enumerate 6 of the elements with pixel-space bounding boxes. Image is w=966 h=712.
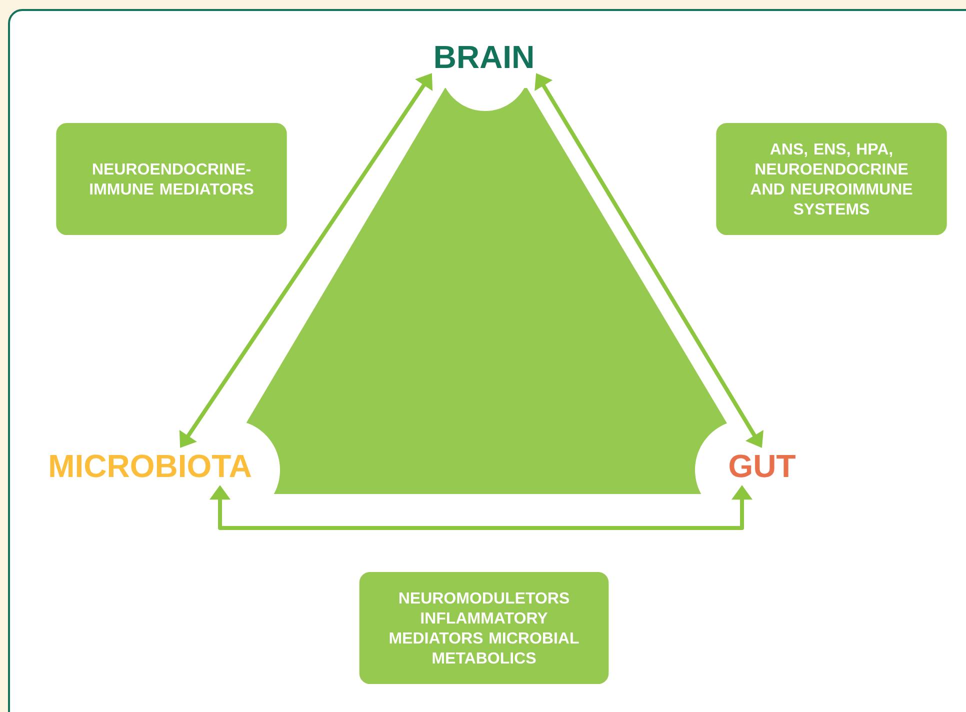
- region-title: GUT: [730, 454, 796, 478]
- region-title: BRAIN: [435, 46, 532, 68]
- label-box: ANS, ENS, HPA, NEUROENDOCRINE AND NEUROIMMUNE SYSTEMS: [716, 123, 947, 235]
- region-title: MICROBIOTA: [50, 454, 252, 478]
- label-box: NEUROENDOCRINE- IMMUNE MEDIATORS: [56, 123, 287, 235]
- label-box: NEUROMODULETORS INFLAMMATORY MEDIATORS MICROBIAL METABOLICS: [359, 572, 609, 684]
